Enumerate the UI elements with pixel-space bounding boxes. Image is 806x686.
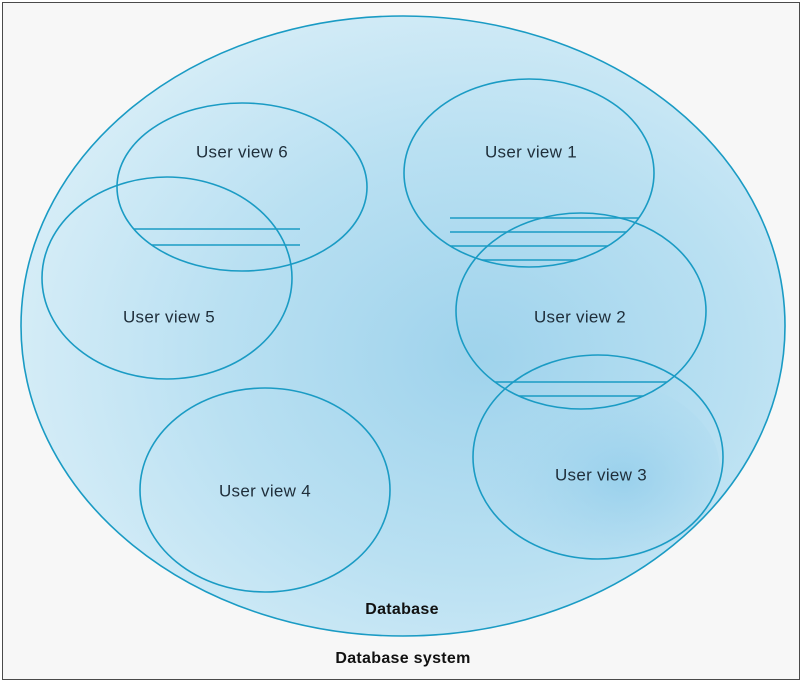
user-view-3-label: User view 3 <box>555 465 647 484</box>
user-view-4-ellipse <box>139 387 391 593</box>
user-view-6-ellipse <box>116 102 368 272</box>
user-view-4-label: User view 4 <box>219 481 311 500</box>
user-view-2-label: User view 2 <box>534 307 626 326</box>
database-shading <box>480 380 720 560</box>
user-view-1-label: User view 1 <box>485 142 577 161</box>
database-label: Database <box>365 601 439 618</box>
user-view-6-label: User view 6 <box>196 142 288 161</box>
user-view-5-ellipse <box>41 176 293 380</box>
user-view-5-label: User view 5 <box>123 307 215 326</box>
user-view-1-ellipse <box>403 78 655 268</box>
database-system-label: Database system <box>335 650 471 667</box>
user-view-2-ellipse <box>455 212 707 410</box>
user-view-3-ellipse <box>472 354 724 560</box>
